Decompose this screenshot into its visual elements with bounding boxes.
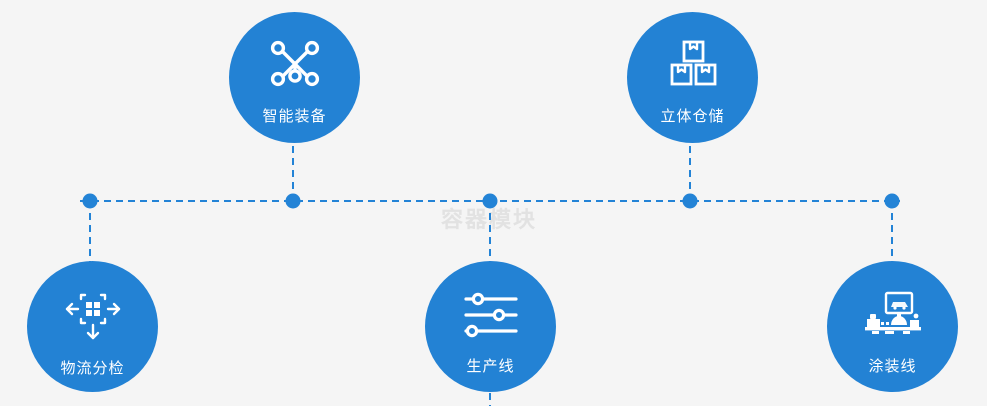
node-label-warehouse: 立体仓储 [660, 108, 725, 125]
sorting-arrows-icon [65, 291, 121, 341]
connector-dot-smart [285, 193, 301, 209]
sliders-icon [463, 291, 519, 339]
connector-dot-ware [682, 193, 698, 209]
node-smart-equipment[interactable]: 智能装备 [229, 12, 360, 143]
paint-workstation-icon [863, 291, 923, 339]
stacked-boxes-icon [667, 39, 719, 89]
connector-dot-sort [82, 193, 98, 209]
node-label-production-line: 生产线 [466, 358, 515, 375]
network-nodes-icon [268, 39, 322, 89]
node-label-smart-equipment: 智能装备 [262, 108, 327, 125]
connector-dot-paint [884, 193, 900, 209]
node-production-line[interactable]: 生产线 [425, 261, 556, 392]
connector-dot-prod [482, 193, 498, 209]
node-label-painting-line: 涂装线 [868, 358, 917, 375]
node-painting-line[interactable]: 涂装线 [827, 261, 958, 392]
node-warehouse[interactable]: 立体仓储 [627, 12, 758, 143]
watermark-text: 容器模块 [440, 207, 537, 232]
node-logistics-sorting[interactable]: 物流分检 [27, 261, 158, 392]
node-label-logistics-sorting: 物流分检 [60, 360, 125, 377]
